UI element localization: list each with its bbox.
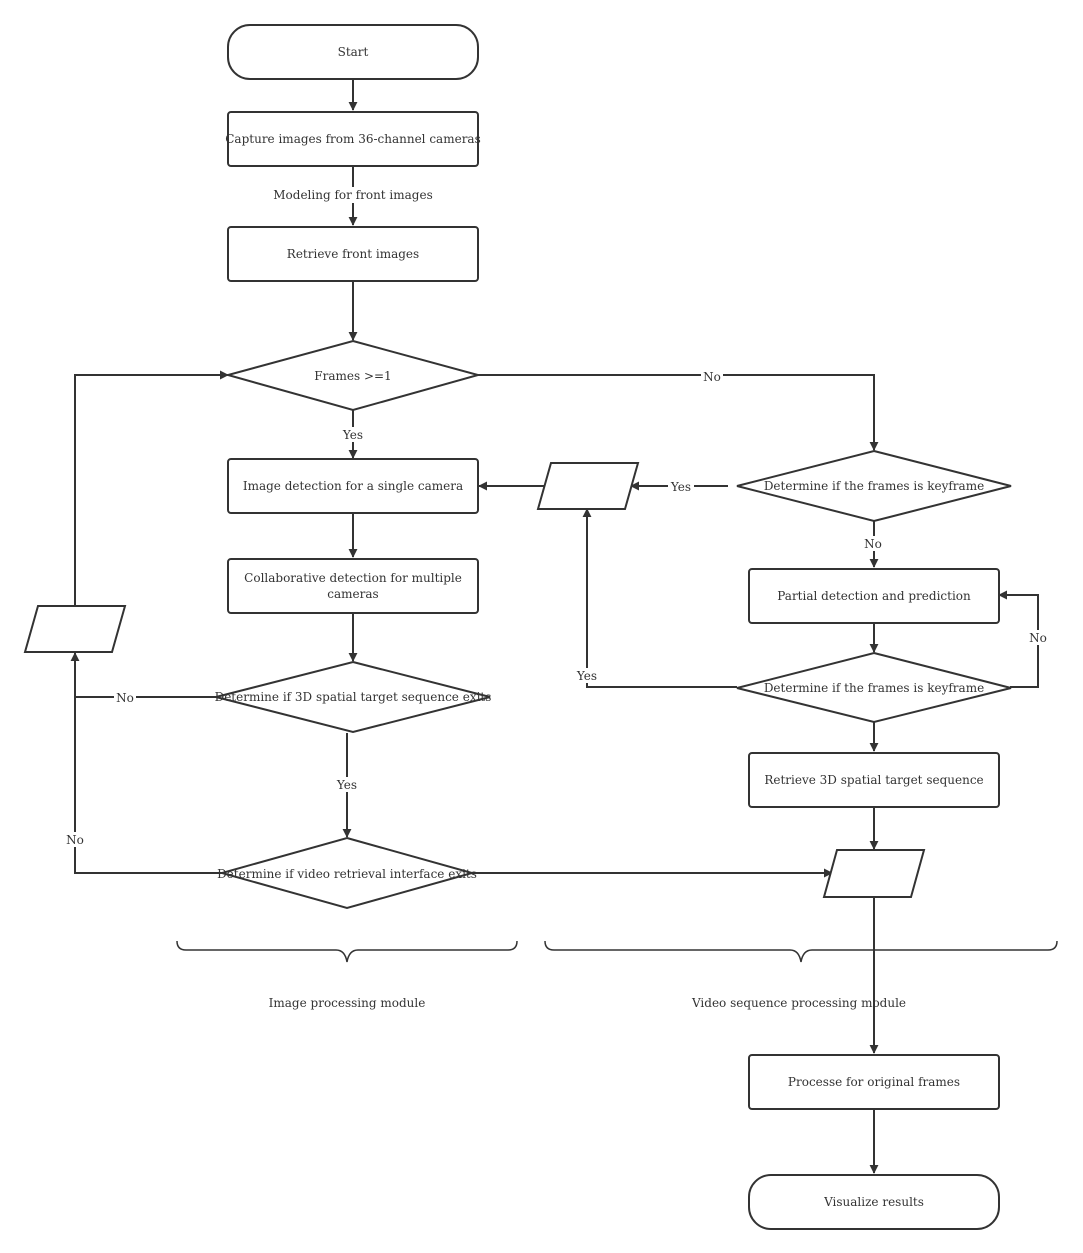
process-frames-process — [748, 1054, 1000, 1110]
edge-labels: Modeling for front images Yes No Yes No … — [64, 187, 1049, 847]
collab-detect-label-line2: cameras — [327, 587, 378, 601]
edge-iface-leftpara — [74, 697, 222, 874]
visualize-label: Visualize results — [823, 1195, 924, 1209]
video-iface-label: Determine if video retrieval interface e… — [217, 867, 477, 881]
edge-leftpara-frames — [74, 370, 229, 605]
edge-kf2-midpara — [582, 508, 737, 688]
single-detect-process — [227, 458, 479, 514]
left-data-io — [23, 605, 127, 653]
retrieve-front-label: Retrieve front images — [287, 247, 419, 261]
retrieve-3d-label: Retrieve 3D spatial target sequence — [764, 773, 983, 787]
collab-detect-label-line1: Collaborative detection for multiple — [244, 571, 462, 585]
right-data-io — [822, 849, 926, 898]
brace-image-module — [176, 940, 518, 963]
video-iface-decision — [218, 836, 476, 910]
process-frames-label: Processe for original frames — [788, 1075, 960, 1089]
seq-exists-decision — [215, 660, 491, 734]
capture-label: Capture images from 36-channel cameras — [225, 132, 481, 146]
edge-label-kf2-no: No — [1029, 631, 1047, 645]
module-label-video: Video sequence processing module — [691, 996, 906, 1010]
retrieve-3d-process — [748, 752, 1000, 808]
edge-frames-keyframe1 — [478, 374, 879, 451]
edge-label-iface-no: No — [66, 833, 84, 847]
keyframe1-label: Determine if the frames is keyframe — [764, 479, 984, 493]
visualize-terminal — [748, 1174, 1000, 1230]
start-label: Start — [338, 45, 369, 59]
start-terminal — [227, 24, 479, 80]
keyframe2-decision — [736, 651, 1012, 724]
mid-data-io — [536, 462, 640, 510]
module-braces — [176, 940, 1058, 963]
collab-detect-process — [227, 558, 479, 614]
single-detect-label: Image detection for a single camera — [243, 479, 463, 493]
edge-label-frames-yes: Yes — [342, 428, 363, 442]
frames-decision — [224, 339, 482, 412]
edge-label-seq-yes: Yes — [336, 778, 357, 792]
frames-label: Frames >=1 — [314, 369, 391, 383]
module-label-image: Image processing module — [269, 996, 426, 1010]
seq-exists-label: Determine if 3D spatial target sequence … — [215, 690, 492, 704]
capture-process — [227, 111, 479, 167]
edge-label-kf1-no: No — [864, 537, 882, 551]
retrieve-front-process — [227, 226, 479, 282]
partial-detect-label: Partial detection and prediction — [777, 589, 971, 603]
partial-detect-process — [748, 568, 1000, 624]
edge-label-kf2-yes: Yes — [576, 669, 597, 683]
brace-video-module — [544, 940, 1058, 963]
keyframe2-label: Determine if the frames is keyframe — [764, 681, 984, 695]
edge-label-modeling: Modeling for front images — [273, 188, 433, 202]
edge-seq-leftpara — [70, 652, 217, 698]
edge-label-frames-no: No — [703, 370, 721, 384]
edge-label-seq-no: No — [116, 691, 134, 705]
module-labels: Image processing module Video sequence p… — [269, 996, 906, 1010]
keyframe1-decision — [736, 449, 1012, 523]
nodes: Start Capture images from 36-channel cam… — [23, 24, 1012, 1230]
edge-label-kf1-yes: Yes — [670, 480, 691, 494]
